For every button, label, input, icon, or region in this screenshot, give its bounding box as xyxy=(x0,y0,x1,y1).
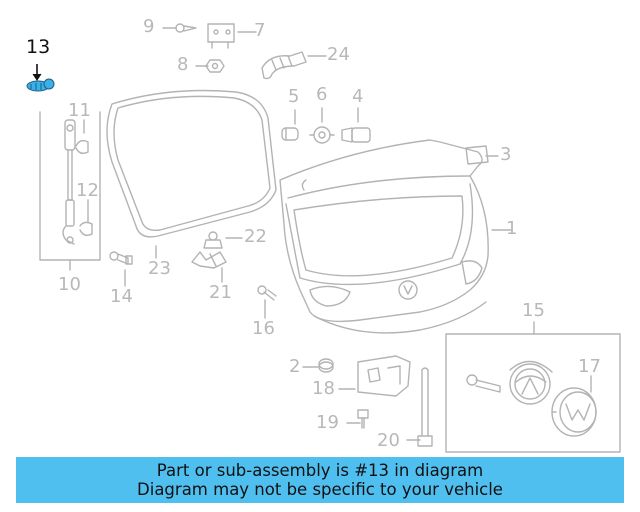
callout-10: 10 xyxy=(58,274,81,295)
callout-24: 24 xyxy=(327,44,350,65)
callout-12: 12 xyxy=(76,180,99,201)
banner-line-2: Diagram may not be specific to your vehi… xyxy=(137,480,503,499)
callout-5: 5 xyxy=(288,86,300,107)
callout-3: 3 xyxy=(500,144,512,165)
callout-23: 23 xyxy=(148,258,171,279)
callout-14: 14 xyxy=(110,286,133,307)
callout-1: 1 xyxy=(506,218,518,239)
callout-7: 7 xyxy=(254,20,266,41)
info-banner: Part or sub-assembly is #13 in diagram D… xyxy=(16,457,624,503)
callout-16: 16 xyxy=(252,318,275,339)
callout-21: 21 xyxy=(209,282,232,303)
callout-17: 17 xyxy=(578,356,601,377)
callout-18: 18 xyxy=(312,378,335,399)
callout-6: 6 xyxy=(316,84,328,105)
callout-22: 22 xyxy=(244,226,267,247)
callout-19: 19 xyxy=(316,412,339,433)
part-13-highlight xyxy=(26,64,55,92)
banner-line-1: Part or sub-assembly is #13 in diagram xyxy=(156,461,484,480)
callout-4: 4 xyxy=(352,86,364,107)
callout-8: 8 xyxy=(177,54,189,75)
callout-20: 20 xyxy=(377,430,400,451)
callout-15: 15 xyxy=(522,300,545,321)
callout-2: 2 xyxy=(289,356,301,377)
callout-13: 13 xyxy=(26,36,51,58)
callout-9: 9 xyxy=(143,16,155,37)
callout-11: 11 xyxy=(68,100,91,121)
